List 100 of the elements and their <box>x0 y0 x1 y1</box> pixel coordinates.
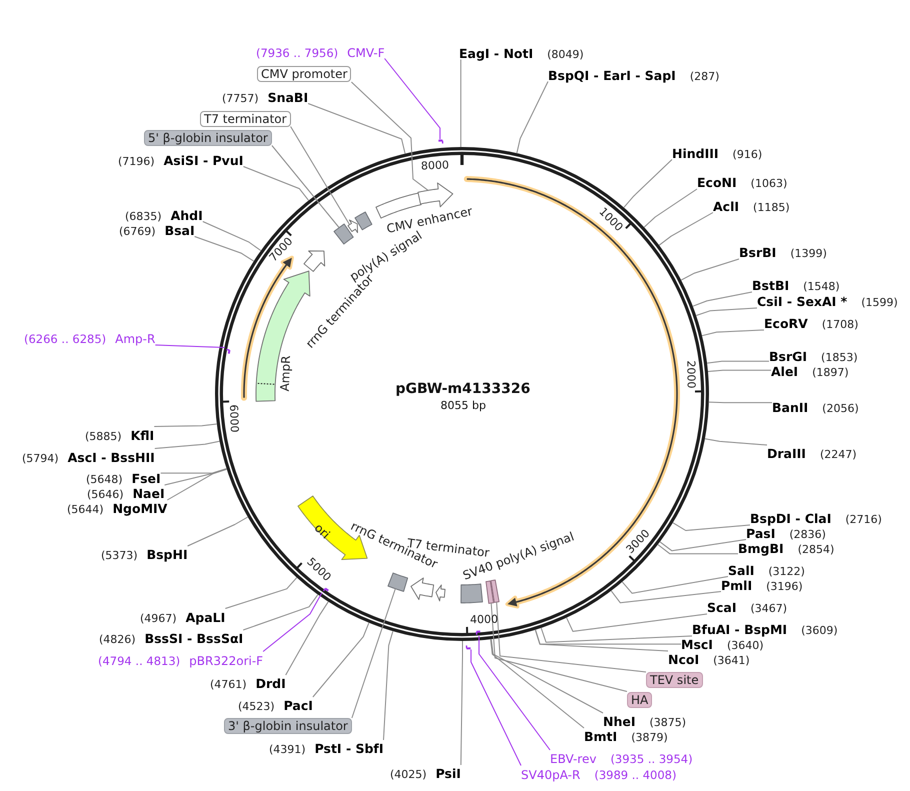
leader-line <box>490 638 584 728</box>
cut-site-position: (2836) <box>789 528 826 540</box>
leader-line <box>242 594 318 630</box>
leader-line <box>516 81 548 154</box>
feature-name-tag: HA <box>627 692 652 708</box>
leader-line <box>154 424 218 427</box>
feature-name-tag: CMV promoter <box>257 66 352 82</box>
feature-name-tag: 3' β-globin insulator <box>224 718 352 734</box>
cut-site-position: (6769) <box>119 224 156 238</box>
cut-site-position: (287) <box>690 70 720 82</box>
leader-line <box>290 126 350 226</box>
enzyme-name: PacI <box>284 698 313 713</box>
cut-site-position: (3641) <box>713 654 750 667</box>
leader-line <box>166 468 228 500</box>
cut-site-position: (3609) <box>801 624 838 637</box>
feature-block <box>490 579 500 604</box>
primer-binding-range: (7936 .. 7956) <box>256 46 338 60</box>
directional-feature-block <box>417 182 454 208</box>
enzyme-name: PasI <box>746 526 776 540</box>
enzyme-name: EcoNI <box>697 175 737 190</box>
enzyme-name: MscI <box>681 637 713 652</box>
leader-line <box>566 614 708 632</box>
feature-block <box>485 580 495 604</box>
primer-site-mark <box>475 630 482 636</box>
leader-line <box>202 221 262 252</box>
leader-line <box>194 236 254 262</box>
leader-line <box>160 468 227 474</box>
primer-site-mark <box>436 139 444 146</box>
enzyme-name: BfuAI - BspMI <box>692 622 788 637</box>
leader-line <box>242 166 310 201</box>
enzyme-name: BmgBI <box>738 540 784 556</box>
cut-site-position: (916) <box>732 148 762 160</box>
cut-site-position: (3879) <box>631 731 668 744</box>
leader-line <box>478 636 550 750</box>
leader-line <box>271 145 340 228</box>
directional-feature-block <box>346 219 358 234</box>
leader-line <box>623 159 672 208</box>
enzyme-name: PsiI <box>436 766 461 781</box>
leader-line <box>672 522 750 531</box>
primer-binding-range: (3935 .. 3954) <box>610 752 693 766</box>
enzyme-name: BanII <box>772 400 808 414</box>
cut-site-position: (1853) <box>821 351 858 364</box>
leader-line <box>460 59 462 148</box>
leader-line <box>351 588 396 718</box>
scale-number: 8000 <box>420 158 450 174</box>
cut-site-position: (2854) <box>798 542 834 556</box>
cut-site-position: (1897) <box>812 366 849 379</box>
scale-number: 6000 <box>226 404 241 433</box>
cut-site-position: (5794) <box>22 452 59 464</box>
enzyme-name: BmtI <box>584 729 618 744</box>
enzyme-name: FseI <box>132 471 161 486</box>
cut-site-position: (3875) <box>650 716 686 729</box>
leader-line <box>610 590 722 604</box>
leader-line <box>622 576 728 594</box>
feature-name-tag: TEV site <box>646 672 703 688</box>
cut-site-position: (1399) <box>790 247 827 260</box>
enzyme-name: NcoI <box>668 652 700 667</box>
enzyme-name: DrdI <box>256 676 286 691</box>
cut-site-position: (3196) <box>766 580 803 592</box>
cut-site-position: (8049) <box>547 48 584 60</box>
cut-site-position: (5644) <box>67 503 104 516</box>
cut-site-position: (5373) <box>101 549 138 562</box>
leader-line <box>708 370 772 372</box>
leader-line <box>644 188 698 228</box>
leader-line <box>312 622 370 698</box>
leader-line <box>702 330 764 336</box>
enzyme-name: NheI <box>603 714 636 729</box>
leader-line <box>496 602 646 672</box>
cut-site-position: (3467) <box>750 602 788 615</box>
leader-line <box>659 539 746 552</box>
cut-site-position: (6835) <box>125 210 162 222</box>
leader-line <box>680 258 740 281</box>
scale-number: 4000 <box>470 612 498 626</box>
cut-site-position: (5885) <box>85 430 122 442</box>
feature-name-tag: T7 terminator <box>200 110 291 126</box>
enzyme-name: BsaI <box>164 222 195 238</box>
cut-site-position: (4967) <box>140 612 177 624</box>
cut-site-position: (1548) <box>803 280 840 293</box>
leader-line <box>308 103 406 154</box>
leader-line <box>490 638 604 714</box>
feature-label: ori <box>310 521 333 543</box>
cut-site-position: (5646) <box>87 488 124 501</box>
leader-line <box>383 630 394 740</box>
feature-block <box>386 572 408 592</box>
leader-line <box>706 360 770 364</box>
cut-site-position: (7757) <box>222 92 259 104</box>
enzyme-name: BspDI - ClaI <box>750 511 832 526</box>
leader-line <box>692 292 752 307</box>
cut-site-position: (1185) <box>753 200 790 214</box>
enzyme-name: AsiSI - PvuI <box>164 152 244 168</box>
enzyme-name: DraIII <box>767 446 806 461</box>
cut-site-position: (4025) <box>390 768 427 781</box>
feature-name-tag: 5' β-globin insulator <box>144 130 272 146</box>
enzyme-name: AscI - BssHII <box>68 450 155 464</box>
enzyme-name: PmlI <box>721 578 752 592</box>
primer-name: SV40pA-R <box>521 768 580 782</box>
leader-line <box>696 308 758 316</box>
leader-line <box>708 402 772 404</box>
cut-site-position: (2056) <box>822 402 859 414</box>
enzyme-name: PstI - SbfI <box>314 741 384 756</box>
